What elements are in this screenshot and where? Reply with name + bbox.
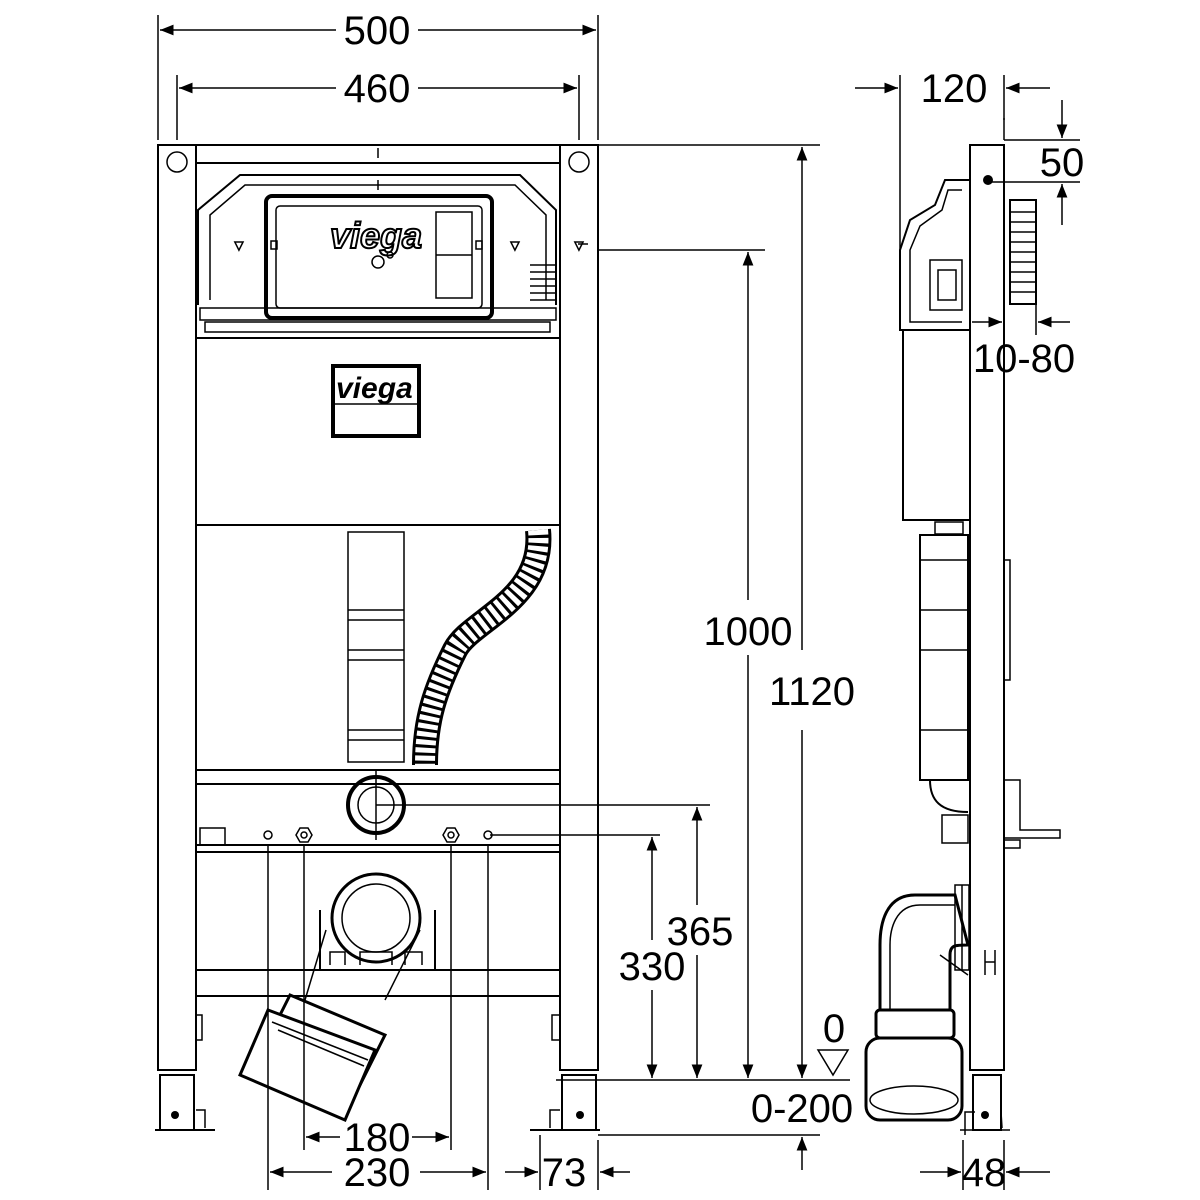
- cistern-logo: viega: [330, 215, 422, 256]
- dim-cistern-height: 1000: [704, 610, 793, 654]
- drain-assembly: [195, 872, 561, 1122]
- flush-plate: viega: [264, 194, 494, 320]
- dim-bolt-spacing-inner: 180: [344, 1116, 411, 1160]
- right-post: [530, 144, 600, 1131]
- cistern-housing: ▼ ▼ ▼ viega: [197, 174, 587, 333]
- left-post: [155, 144, 215, 1131]
- side-drain-bend: [864, 884, 996, 1122]
- dim-bolt-height-lower: 330: [619, 945, 686, 989]
- dim-wall-range: 10-80: [973, 337, 1075, 381]
- mounting-rail: [195, 769, 561, 853]
- mounting-bolt-right: [442, 827, 460, 843]
- side-flush-pipe: [919, 521, 1061, 849]
- flex-hose: [412, 528, 552, 766]
- side-dimensions: 120 50 10-80 48: [855, 67, 1084, 1195]
- front-dimensions: 500 460 1120 1000 365 330 0 0-: [157, 9, 855, 1195]
- front-view: ▼ ▼ ▼ viega viega: [155, 144, 600, 1131]
- panel-logo: viega: [336, 372, 413, 405]
- dim-bolt-spacing-outer: 230: [344, 1151, 411, 1195]
- side-view: [864, 118, 1061, 1135]
- dim-floor-level: 0: [823, 1007, 845, 1051]
- dim-height-adjust-range: 0-200: [751, 1087, 853, 1131]
- top-crossbar: [195, 144, 561, 164]
- dim-frame-width: 460: [344, 67, 411, 111]
- dim-foot-depth: 48: [962, 1151, 1007, 1195]
- svg-text:▼: ▼: [508, 237, 522, 253]
- center-strap: [347, 531, 405, 763]
- side-grille: [530, 264, 556, 301]
- mounting-bolt-left: [295, 827, 313, 843]
- dim-overall-width: 500: [344, 9, 411, 53]
- middle-panel: viega: [196, 337, 560, 526]
- svg-text:▼: ▼: [232, 237, 246, 253]
- dim-foot-offset: 73: [542, 1151, 587, 1195]
- dim-bolt-height-upper: 365: [667, 910, 734, 954]
- dim-side-depth: 120: [921, 67, 988, 111]
- dim-side-top-offset: 50: [1040, 141, 1085, 185]
- svg-text:▼: ▼: [572, 237, 586, 253]
- drain-elbow: [238, 929, 421, 1122]
- dim-overall-height: 1120: [769, 670, 855, 714]
